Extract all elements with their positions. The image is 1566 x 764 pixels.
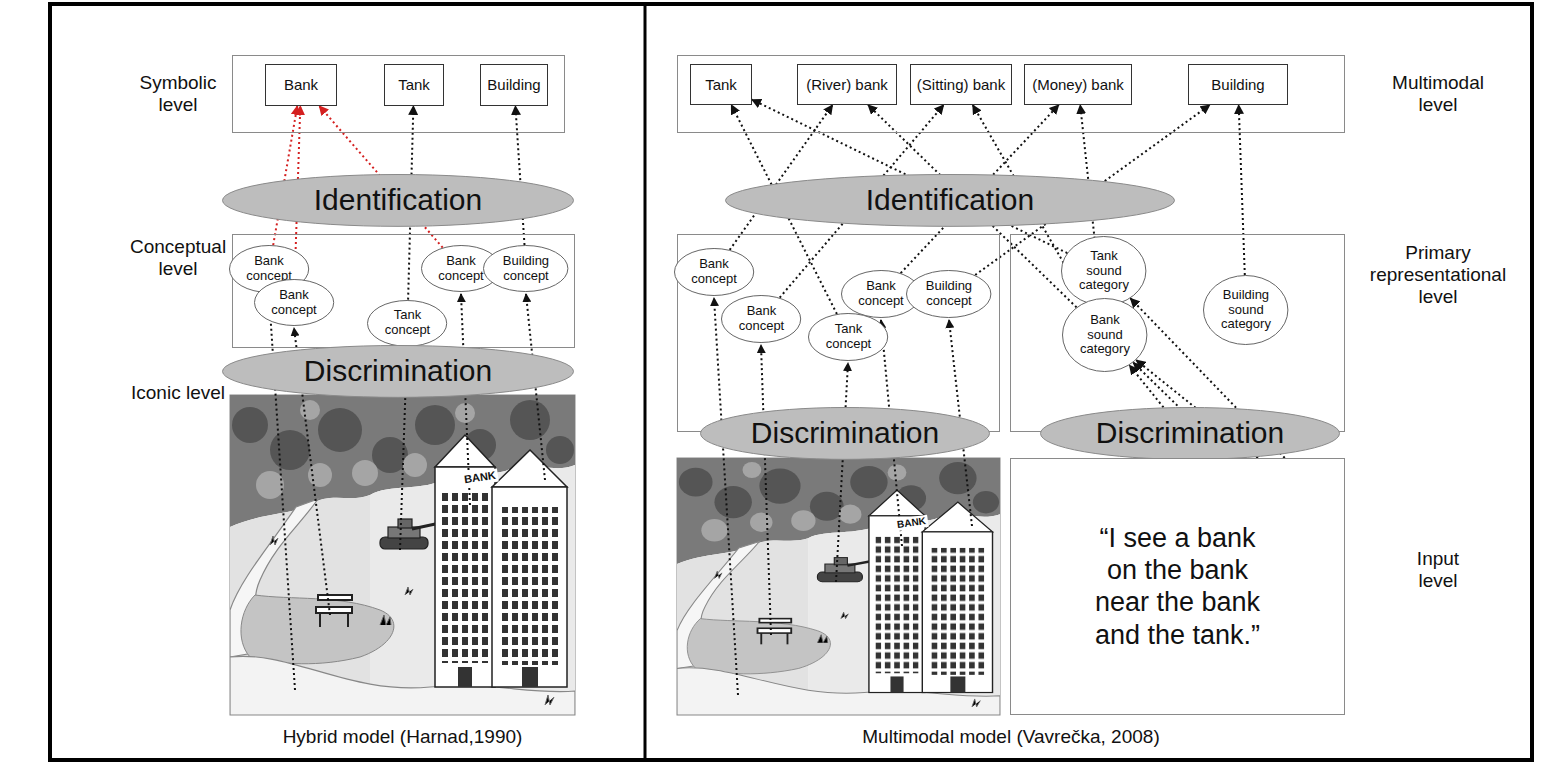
ellipse-shape (254, 280, 333, 326)
node-text: Bank concept (267, 288, 321, 318)
node-text: Discrimination (304, 354, 492, 389)
process-ellipse: Discrimination (700, 407, 990, 460)
node-text: Bank concept (434, 254, 488, 284)
sound-category-circle: Tank sound category (1061, 236, 1146, 306)
image-frame (230, 395, 575, 715)
connector-arrow (1239, 105, 1245, 275)
node-text: Bank concept (854, 279, 908, 309)
caption: Multimodal model (Vavrečka, 2008) (677, 726, 1345, 748)
scene-illustration (677, 458, 1000, 715)
concept-ellipse: Bank concept (674, 248, 754, 296)
node-text: Building sound category (1217, 288, 1275, 333)
symbol-box: Bank (265, 64, 337, 106)
symbol-text: (River) bank (806, 76, 888, 93)
concept-ellipse: Bank concept (254, 279, 334, 326)
image-frame (677, 458, 1000, 715)
ellipse-shape (1062, 237, 1146, 306)
node-text: Tank sound category (1075, 249, 1133, 294)
symbol-text: Bank (284, 76, 318, 93)
symbol-box: Building (480, 64, 547, 106)
sound-category-circle: Bank sound category (1062, 298, 1147, 372)
level-box: Bank conceptBank conceptBank conceptBuil… (677, 234, 1000, 432)
level-heading: Primary representational level (1358, 242, 1518, 308)
ellipse-shape (1041, 407, 1340, 459)
leader-lines (269, 294, 972, 695)
symbol-text: Building (1211, 76, 1264, 93)
quote-text: “I see a bank on the bank near the bank … (1083, 522, 1273, 652)
connector-arrow (273, 106, 297, 245)
node-text: Discrimination (1096, 416, 1284, 451)
concept-ellipse: Building concept (906, 270, 991, 318)
concept-ellipse: Building concept (483, 245, 568, 292)
ellipse-shape (674, 249, 753, 296)
connector-arrow (730, 105, 833, 250)
frame (50, 4, 1532, 760)
node-text: Building concept (497, 254, 555, 284)
ellipse-shape (726, 174, 1175, 226)
node-text: Bank concept (687, 257, 741, 287)
ellipse-shape (907, 271, 991, 318)
node-text: Tank concept (821, 322, 875, 352)
ellipse-shape (722, 296, 801, 343)
divider (644, 4, 647, 760)
level-box: Primary representational levelTank sound… (1010, 234, 1345, 432)
scene-illustration (230, 395, 575, 715)
input-box: “I see a bank on the bank near the bank … (1010, 458, 1345, 715)
node-text: Identification (314, 183, 482, 218)
level-heading: Input level (1398, 548, 1478, 592)
ellipse-shape (368, 300, 447, 346)
level-box: Symbolic levelBankTankBuilding (232, 55, 565, 133)
concept-ellipse: Tank concept (367, 300, 447, 347)
concept-ellipse: Bank concept (721, 295, 801, 343)
ellipse-shape (1063, 299, 1147, 372)
ellipse-shape (223, 345, 574, 397)
symbol-text: Tank (705, 76, 737, 93)
symbol-box: Tank (690, 64, 752, 105)
caption: Hybrid model (Harnad,1990) (230, 726, 575, 748)
level-box: Conceptual levelBank conceptBank concept… (232, 234, 575, 348)
symbol-text: (Sitting) bank (917, 76, 1005, 93)
level-label: Iconic level (130, 382, 226, 404)
level-heading: Symbolic level (130, 72, 226, 116)
level-heading: Conceptual level (130, 236, 226, 280)
symbol-box: Tank (384, 64, 444, 106)
ellipse-shape (809, 314, 888, 361)
process-ellipse: Identification (725, 174, 1175, 227)
sign-text: BANK (894, 515, 928, 531)
node-text: Tank concept (380, 308, 434, 338)
concept-ellipse: Tank concept (808, 313, 888, 361)
ellipse-shape (223, 174, 574, 226)
symbol-text: Tank (398, 76, 430, 93)
symbol-text: (Money) bank (1032, 76, 1124, 93)
process-ellipse: Discrimination (1040, 407, 1340, 460)
sound-category-circle: Building sound category (1203, 275, 1288, 345)
node-text: Building concept (920, 279, 978, 309)
ellipse-shape (484, 246, 568, 292)
node-text: Bank concept (734, 304, 788, 334)
level-heading: Multimodal level (1383, 72, 1493, 116)
ellipse-shape (701, 407, 990, 459)
node-text: Identification (866, 183, 1034, 218)
sign-text: BANK (461, 469, 498, 486)
symbol-text: Building (487, 76, 540, 93)
node-text: Discrimination (751, 416, 939, 451)
symbol-box: (Sitting) bank (910, 64, 1012, 105)
symbol-box: (River) bank (797, 64, 897, 105)
node-text: Bank sound category (1076, 313, 1134, 358)
symbol-box: Building (1188, 64, 1288, 105)
ellipse-shape (1204, 276, 1288, 345)
process-ellipse: Identification (222, 174, 574, 227)
process-ellipse: Discrimination (222, 345, 574, 398)
level-box: Multimodal levelTank(River) bank(Sitting… (677, 55, 1345, 133)
connector-arrow (515, 106, 524, 245)
symbol-box: (Money) bank (1024, 64, 1132, 105)
